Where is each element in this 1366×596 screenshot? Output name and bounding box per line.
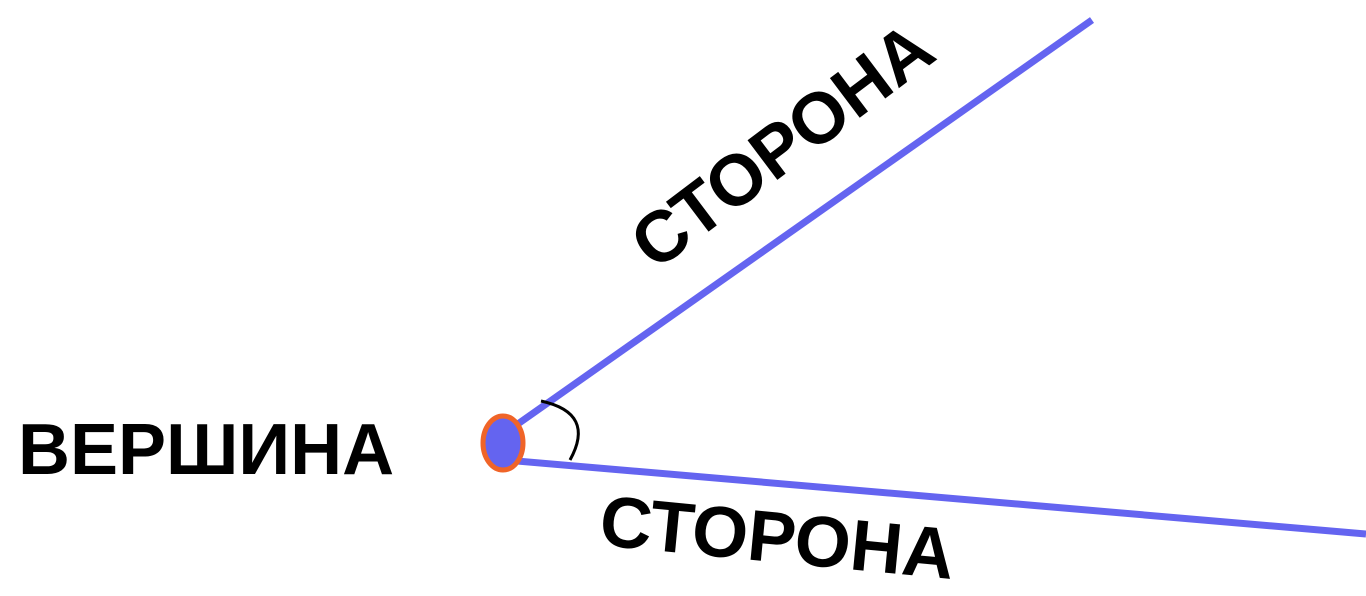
angle-arc bbox=[540, 399, 580, 461]
upper-side-ray bbox=[502, 17, 1095, 436]
lower-side-label: СТОРОНА bbox=[596, 481, 957, 595]
vertex-point bbox=[480, 413, 526, 473]
upper-side-label: СТОРОНА bbox=[616, 7, 948, 285]
lower-side-ray bbox=[504, 456, 1366, 538]
vertex-label: ВЕРШИНА bbox=[18, 410, 394, 490]
